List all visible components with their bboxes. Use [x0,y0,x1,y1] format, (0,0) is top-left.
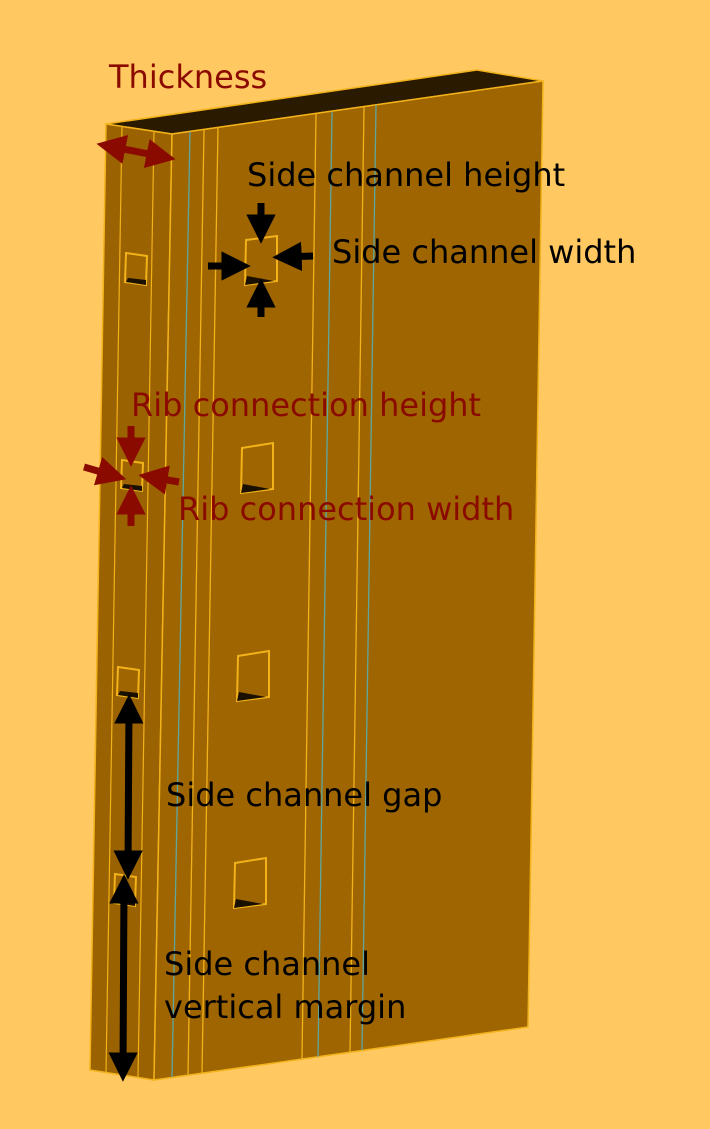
side-channel-opening [239,441,274,495]
side-channel-vertical-margin-label-line2: vertical margin [164,988,406,1026]
side-channel-openings [232,234,278,910]
rib-connection-width-label: Rib connection width [178,490,514,528]
front-face-seams [171,104,377,1078]
side-channel-opening [243,234,278,287]
side-channel-opening [232,856,267,910]
side-channel-gap-arrow [113,694,144,880]
thickness-label: Thickness [108,58,267,96]
side-channel-width-arrow-right [272,241,314,272]
dimension-arrows [83,134,314,1082]
rib-opening [123,251,149,287]
side-channel-vertical-margin-arrow [108,874,139,1082]
side-channel-opening [235,649,270,703]
rib-connection-width-arrow-right [138,465,180,495]
rib-connection-height-label: Rib connection height [131,386,481,424]
side-channel-height-label: Side channel height [247,156,565,194]
thickness-arrow [96,134,176,169]
side-channel-width-label: Side channel width [332,233,636,271]
panel-front-face [153,80,544,1081]
labels: Thickness Side channel height Side chann… [108,58,636,1026]
side-channel-gap-label: Side channel gap [166,776,442,814]
rib-opening [115,665,141,700]
side-channel-vertical-margin-label-line1: Side channel [164,945,370,983]
wall-panel [89,69,544,1081]
rib-connection-width-arrow-left [83,456,127,486]
rib-opening [119,458,145,493]
